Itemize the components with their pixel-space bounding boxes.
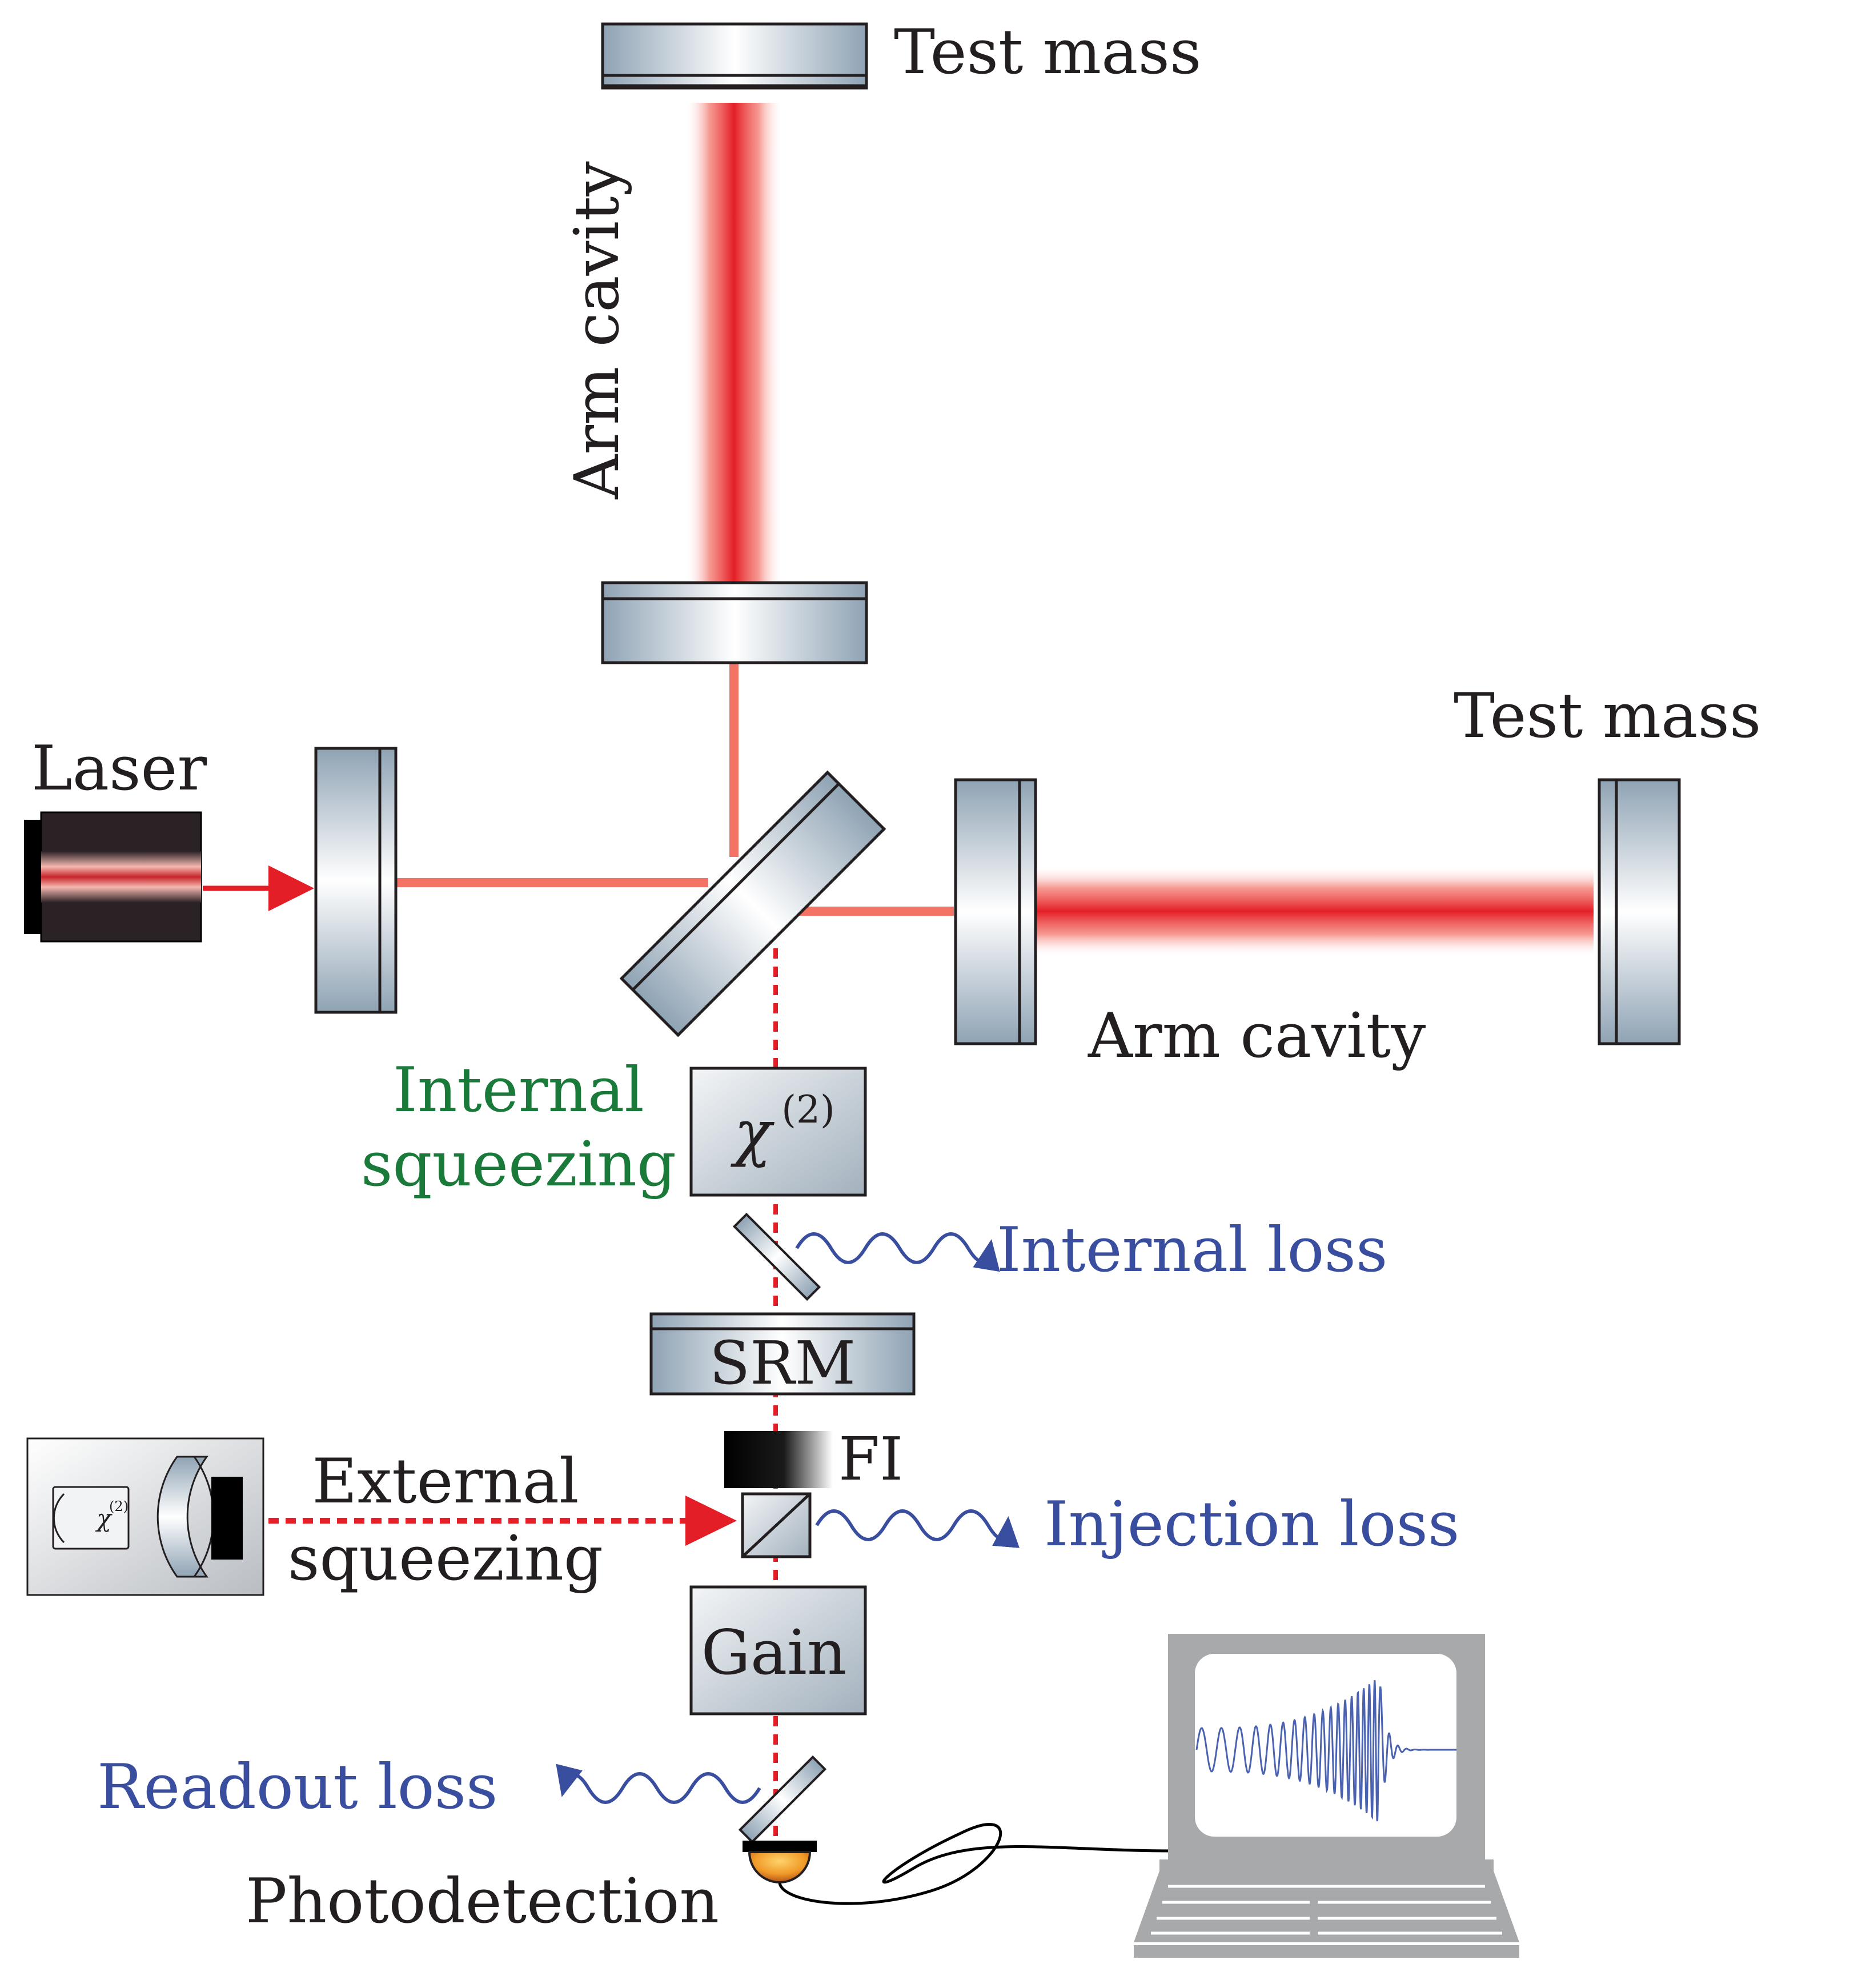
test-mass-top <box>601 22 868 90</box>
faraday-isolator <box>724 1431 833 1558</box>
horizontal-arm-beam <box>1034 865 1594 957</box>
power-recycling-mirror <box>314 747 398 1014</box>
readout-loss-wave <box>556 1763 761 1804</box>
external-squeezing-label-line2: squeezing <box>288 1523 603 1594</box>
vertical-arm-beam <box>685 103 782 588</box>
fi-label: FI <box>838 1424 903 1494</box>
test-mass-top-label: Test mass <box>894 17 1201 88</box>
gain-label: Gain <box>701 1617 847 1689</box>
readout-loss-label: Readout loss <box>97 1751 497 1823</box>
injection-loss-label: Injection loss <box>1044 1489 1459 1560</box>
internal-loss-pickoff <box>732 1212 821 1301</box>
input-test-mass-vertical <box>601 581 868 664</box>
input-test-mass-horizontal <box>954 778 1037 1045</box>
chi2-superscript: (2) <box>781 1088 835 1132</box>
srm-label: SRM <box>709 1328 856 1398</box>
internal-loss-label: Internal loss <box>997 1215 1387 1286</box>
arm-cavity-horizontal-label: Arm cavity <box>1087 1000 1426 1072</box>
chi2-symbol: χ <box>730 1097 775 1169</box>
test-mass-right <box>1598 778 1681 1045</box>
detector-cable <box>778 1823 1171 1905</box>
beam-splitter <box>619 770 886 1037</box>
signal-recycling-mirror <box>649 1312 916 1396</box>
gain-box <box>689 1585 867 1716</box>
photodiode-icon <box>743 1841 817 1883</box>
test-mass-right-label: Test mass <box>1454 680 1761 752</box>
ext-chi2-superscript: (2) <box>109 1498 129 1514</box>
gravitational-wave-chirp <box>1195 1680 1456 1822</box>
laser-label: Laser <box>31 733 207 804</box>
squeezer-box-icon: χ (2) <box>26 1437 264 1596</box>
laser-beam-arrowhead <box>268 865 314 911</box>
internal-loss-wave <box>795 1232 1000 1272</box>
internal-squeezing-label-line1: Internal <box>393 1055 644 1126</box>
external-squeezing-label-line1: External <box>312 1446 579 1517</box>
ext-chi2-symbol: χ <box>95 1504 113 1532</box>
computer-monitor-icon <box>1134 1634 1519 1958</box>
laser-source-icon <box>24 811 202 943</box>
internal-squeezing-label-line2: squeezing <box>361 1129 676 1200</box>
arm-cavity-vertical-label: Arm cavity <box>561 161 633 499</box>
injection-loss-wave <box>815 1509 1020 1548</box>
photodetection-label: Photodetection <box>246 1866 719 1937</box>
readout-loss-pickoff <box>738 1755 827 1844</box>
internal-squeezer-box <box>689 1067 867 1197</box>
external-squeezing-arrowhead <box>685 1496 737 1546</box>
